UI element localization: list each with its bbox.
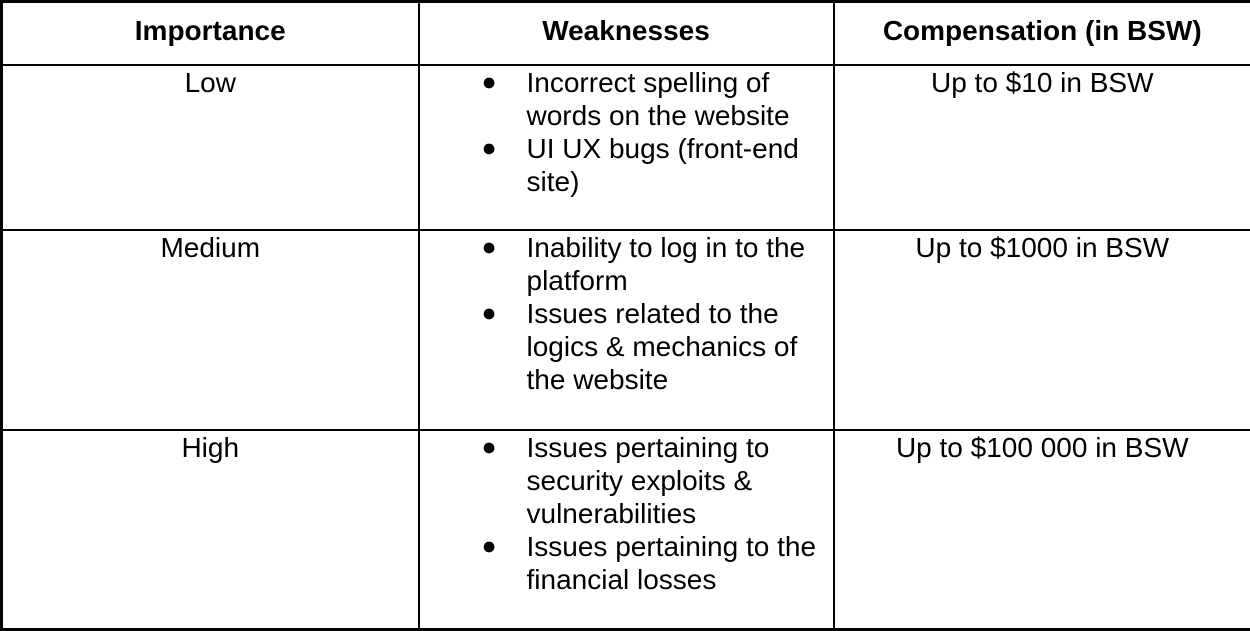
compensation-cell: Up to $100 000 in BSW [834, 430, 1250, 630]
weaknesses-list: ● Issues pertaining to security exploits… [420, 431, 833, 596]
weakness-text: Incorrect spelling of words on the websi… [527, 66, 821, 132]
compensation-cell: Up to $10 in BSW [834, 65, 1250, 230]
importance-cell: Low [2, 65, 419, 230]
weakness-text: Issues pertaining to security exploits &… [527, 431, 821, 530]
weaknesses-cell: ● Issues pertaining to security exploits… [419, 430, 834, 630]
list-item: ● Incorrect spelling of words on the web… [420, 66, 833, 132]
bullet-icon: ● [482, 132, 527, 165]
list-item: ● Inability to log in to the platform [420, 231, 833, 297]
bullet-icon: ● [482, 431, 527, 464]
weakness-text: Issues related to the logics & mechanics… [527, 297, 821, 396]
weakness-text: Issues pertaining to the financial losse… [527, 530, 821, 596]
bullet-icon: ● [482, 297, 527, 330]
weaknesses-cell: ● Inability to log in to the platform ● … [419, 230, 834, 430]
bullet-icon: ● [482, 66, 527, 99]
column-header-compensation: Compensation (in BSW) [834, 2, 1250, 65]
list-item: ● Issues related to the logics & mechani… [420, 297, 833, 396]
table-row-medium: Medium ● Inability to log in to the plat… [2, 230, 1250, 430]
list-item: ● Issues pertaining to security exploits… [420, 431, 833, 530]
list-item: ● Issues pertaining to the financial los… [420, 530, 833, 596]
weaknesses-list: ● Incorrect spelling of words on the web… [420, 66, 833, 198]
weaknesses-list: ● Inability to log in to the platform ● … [420, 231, 833, 396]
bullet-icon: ● [482, 530, 527, 563]
weakness-text: UI UX bugs (front-end site) [527, 132, 821, 198]
table-row-low: Low ● Incorrect spelling of words on the… [2, 65, 1250, 230]
importance-cell: High [2, 430, 419, 630]
weaknesses-cell: ● Incorrect spelling of words on the web… [419, 65, 834, 230]
list-item: ● UI UX bugs (front-end site) [420, 132, 833, 198]
table-row-high: High ● Issues pertaining to security exp… [2, 430, 1250, 630]
header-row: Importance Weaknesses Compensation (in B… [2, 2, 1250, 65]
weakness-text: Inability to log in to the platform [527, 231, 821, 297]
column-header-weaknesses: Weaknesses [419, 2, 834, 65]
compensation-cell: Up to $1000 in BSW [834, 230, 1250, 430]
column-header-importance: Importance [2, 2, 419, 65]
importance-cell: Medium [2, 230, 419, 430]
bullet-icon: ● [482, 231, 527, 264]
